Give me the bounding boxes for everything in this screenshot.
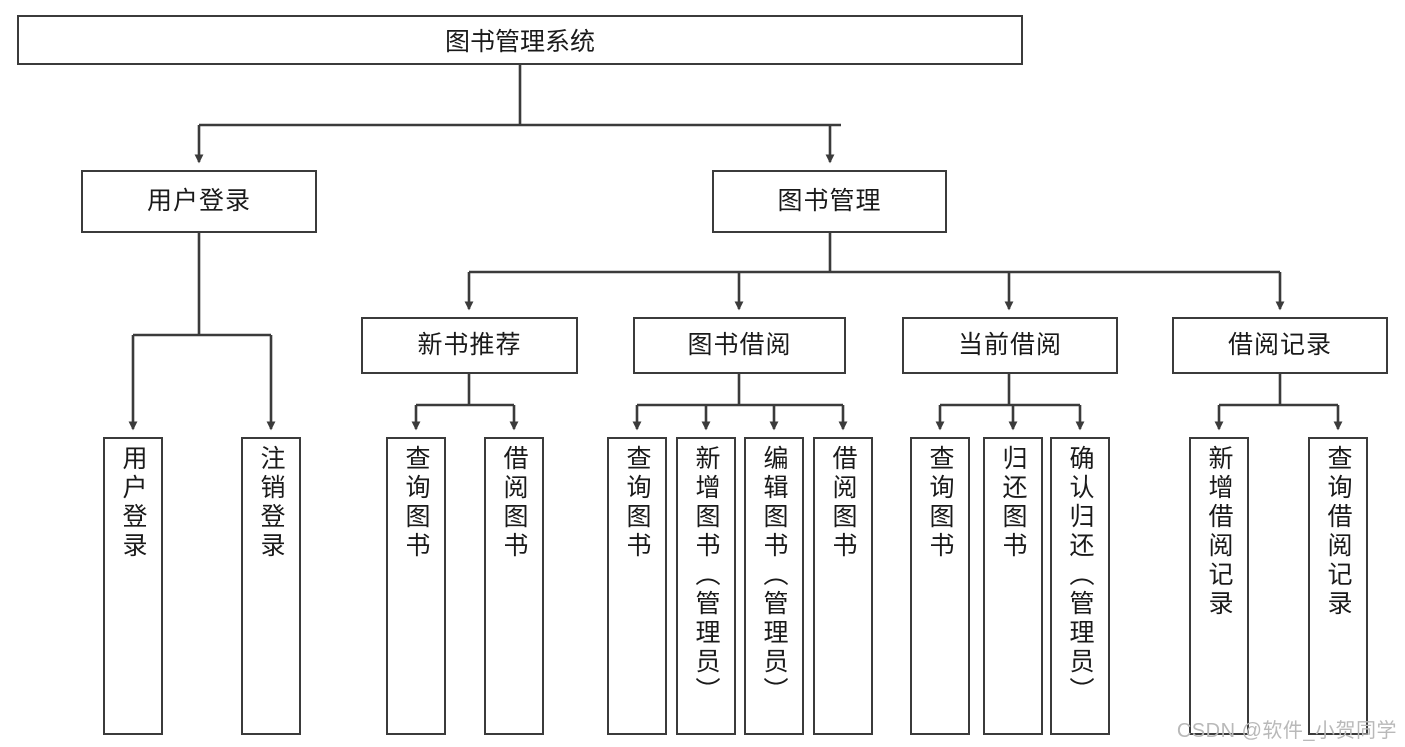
node-leaf-borrow-book-2[interactable]: 借阅图书 (813, 437, 873, 735)
node-leaf-user-login-label: 用户登录 (119, 445, 147, 561)
node-current-borrow[interactable]: 当前借阅 (902, 317, 1118, 374)
node-root-system[interactable]: 图书管理系统 (17, 15, 1023, 65)
node-leaf-query-book-2-label: 查询图书 (623, 445, 651, 561)
node-leaf-query-book-3[interactable]: 查询图书 (910, 437, 970, 735)
node-root-label: 图书管理系统 (444, 28, 595, 56)
node-book-borrow[interactable]: 图书借阅 (633, 317, 846, 374)
node-leaf-user-logout[interactable]: 注销登录 (241, 437, 301, 735)
node-book-manage-label: 图书管理 (777, 186, 882, 215)
node-user-login[interactable]: 用户登录 (81, 170, 317, 233)
node-new-book-recommend[interactable]: 新书推荐 (361, 317, 578, 374)
node-leaf-add-borrow-record-label: 新增借阅记录 (1205, 445, 1233, 619)
node-leaf-query-book-1[interactable]: 查询图书 (386, 437, 446, 735)
node-borrow-record[interactable]: 借阅记录 (1172, 317, 1388, 374)
node-user-login-label: 用户登录 (146, 186, 251, 215)
node-book-borrow-label: 图书借阅 (687, 330, 792, 359)
node-new-book-recommend-label: 新书推荐 (417, 330, 522, 359)
node-leaf-borrow-book-2-label: 借阅图书 (829, 445, 857, 561)
node-leaf-user-logout-label: 注销登录 (257, 445, 285, 561)
node-leaf-edit-book-admin[interactable]: 编辑图书（管理员） (744, 437, 804, 735)
node-leaf-query-book-3-label: 查询图书 (926, 445, 954, 561)
node-leaf-edit-book-admin-label: 编辑图书（管理员） (760, 445, 788, 706)
node-leaf-query-borrow-record-label: 查询借阅记录 (1324, 445, 1352, 619)
node-leaf-user-login[interactable]: 用户登录 (103, 437, 163, 735)
csdn-watermark: CSDN @软件_小贺同学 (1176, 720, 1397, 742)
node-current-borrow-label: 当前借阅 (957, 330, 1062, 359)
node-leaf-return-book[interactable]: 归还图书 (983, 437, 1043, 735)
node-leaf-confirm-return-admin[interactable]: 确认归还（管理员） (1050, 437, 1110, 735)
node-leaf-return-book-label: 归还图书 (999, 445, 1027, 561)
node-leaf-query-borrow-record[interactable]: 查询借阅记录 (1308, 437, 1368, 735)
node-leaf-confirm-return-admin-label: 确认归还（管理员） (1066, 445, 1094, 706)
node-leaf-add-book-admin[interactable]: 新增图书（管理员） (676, 437, 736, 735)
node-book-manage[interactable]: 图书管理 (712, 170, 947, 233)
node-leaf-query-book-2[interactable]: 查询图书 (607, 437, 667, 735)
node-leaf-borrow-book-1[interactable]: 借阅图书 (484, 437, 544, 735)
node-borrow-record-label: 借阅记录 (1227, 330, 1332, 359)
node-leaf-add-book-admin-label: 新增图书（管理员） (692, 445, 720, 706)
node-leaf-query-book-1-label: 查询图书 (402, 445, 430, 561)
node-leaf-borrow-book-1-label: 借阅图书 (500, 445, 528, 561)
node-leaf-add-borrow-record[interactable]: 新增借阅记录 (1189, 437, 1249, 735)
